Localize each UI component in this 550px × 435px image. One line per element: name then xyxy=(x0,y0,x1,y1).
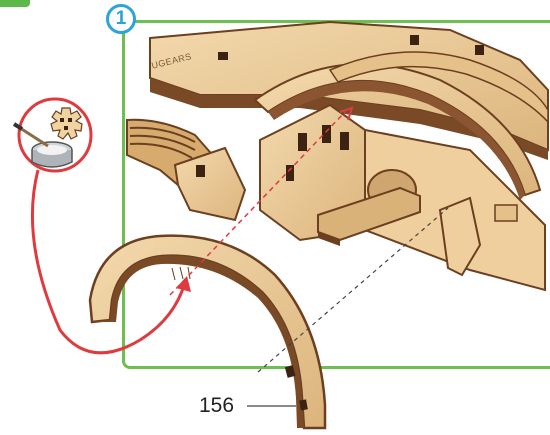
glue-arrow-head xyxy=(176,276,191,292)
part-number-label: 156 xyxy=(199,394,234,418)
glue-pot-icon xyxy=(32,142,72,167)
step-number-badge: 1 xyxy=(106,4,136,34)
